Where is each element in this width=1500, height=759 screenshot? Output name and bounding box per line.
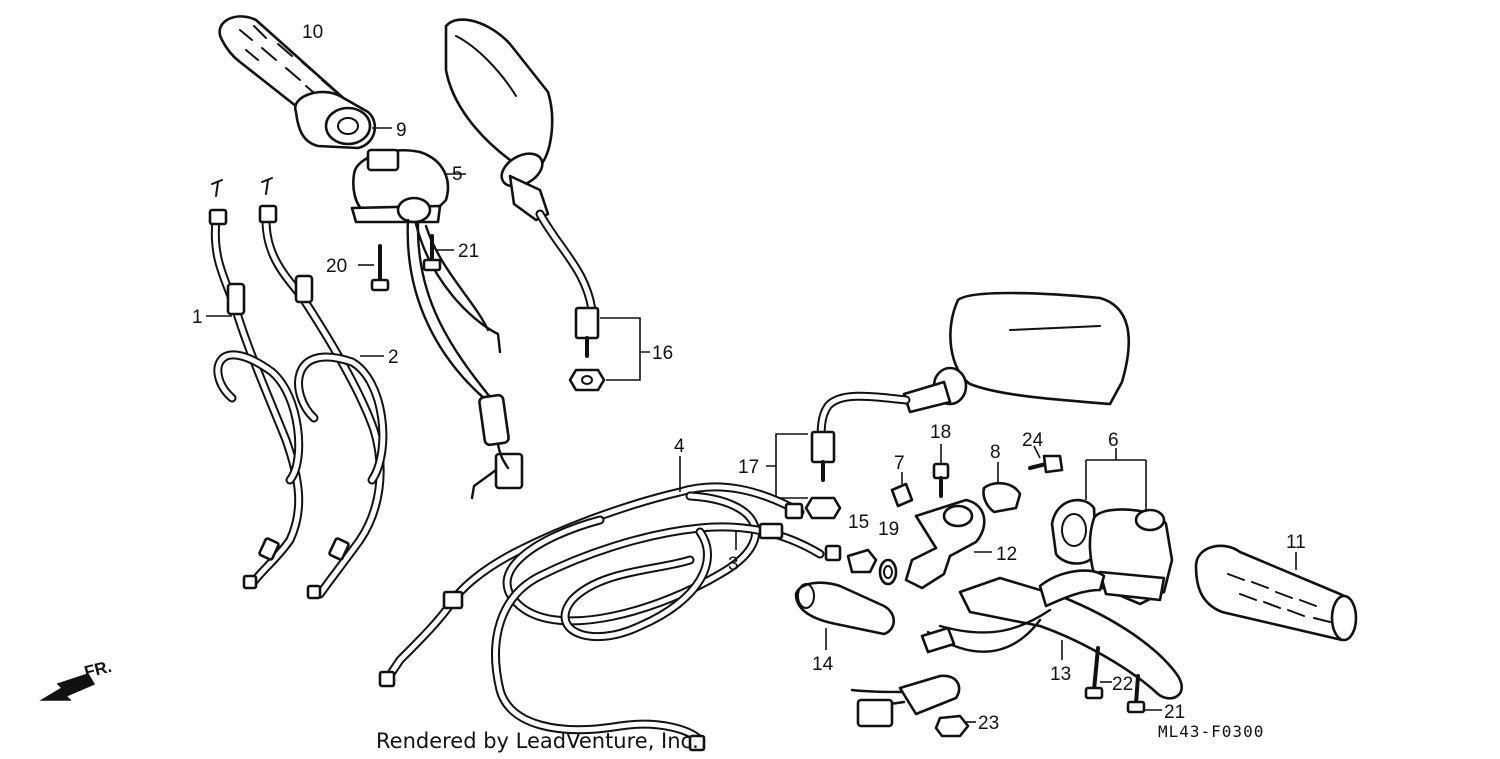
part-4-cable[interactable]	[378, 456, 805, 688]
part-9-throttle-grip[interactable]	[294, 90, 392, 150]
callout-12: 12	[996, 544, 1017, 565]
part-21-screw-lower[interactable]	[1126, 674, 1162, 714]
right-mirror[interactable]	[810, 291, 1130, 482]
part-3-clutch-cable[interactable]	[491, 522, 842, 752]
callout-11: 11	[1286, 532, 1306, 553]
part-12-lever-bracket[interactable]	[904, 498, 992, 590]
callout-13: 13	[1050, 664, 1071, 685]
callout-labels: 10 9 5 21 20 1 2 16 4 17 18 7 8 24 6 11 …	[192, 22, 1306, 734]
clutch-switch-harness[interactable]	[850, 608, 1052, 728]
cable-lower-ends-left	[242, 537, 350, 600]
part-17-leader	[766, 433, 808, 499]
callout-20: 20	[326, 256, 347, 277]
part-16-leader	[600, 317, 650, 381]
callout-9: 9	[396, 120, 407, 141]
part-16-nut[interactable]	[568, 368, 606, 392]
part-24-screw[interactable]	[1028, 445, 1064, 474]
callout-7: 7	[894, 453, 905, 474]
render-credit: Rendered by LeadVenture, Inc.	[376, 729, 699, 753]
part-21-screw-upper[interactable]	[422, 234, 454, 272]
front-direction-arrow: FR.	[39, 657, 114, 701]
part-11-right-grip[interactable]	[1194, 544, 1358, 642]
part-13-clutch-lever[interactable]	[958, 569, 1183, 700]
callout-18: 18	[930, 422, 951, 443]
part-22-screw[interactable]	[1084, 646, 1112, 700]
part-14-lever-cover[interactable]	[794, 581, 896, 650]
callout-21-lower: 21	[1164, 702, 1185, 723]
front-label: FR.	[82, 657, 113, 682]
diagram-code: ML43-F0300	[1158, 722, 1264, 741]
part-7-switch[interactable]	[890, 472, 914, 508]
callout-8: 8	[990, 442, 1001, 463]
callout-4: 4	[674, 436, 685, 457]
callout-15: 15	[848, 512, 869, 533]
callout-2: 2	[388, 347, 399, 368]
part-17-nut[interactable]	[804, 496, 842, 520]
callout-3: 3	[728, 554, 739, 575]
callout-24: 24	[1022, 430, 1044, 451]
callout-22: 22	[1112, 674, 1133, 695]
callout-6: 6	[1108, 430, 1119, 451]
callout-23: 23	[978, 713, 999, 734]
callout-10: 10	[302, 22, 323, 43]
part-6-right-switch-housing[interactable]	[1050, 448, 1174, 606]
part-23-nut[interactable]	[934, 714, 976, 738]
part-15-pivot-bolt[interactable]	[846, 548, 878, 574]
callout-21-upper: 21	[458, 241, 479, 262]
callout-14: 14	[812, 654, 834, 675]
part-1-throttle-cable[interactable]	[206, 179, 304, 589]
part-8-holder[interactable]	[982, 462, 1022, 514]
left-mirror[interactable]	[444, 18, 600, 358]
callout-16: 16	[652, 343, 673, 364]
part-20-screw[interactable]	[358, 244, 390, 292]
part-19-spring[interactable]	[878, 558, 898, 586]
callout-1: 1	[192, 307, 203, 328]
part-2-throttle-cable[interactable]	[258, 177, 388, 599]
part-18-screw[interactable]	[932, 444, 950, 498]
callout-19: 19	[878, 519, 899, 540]
callout-17: 17	[738, 457, 759, 478]
callout-5: 5	[452, 164, 463, 185]
